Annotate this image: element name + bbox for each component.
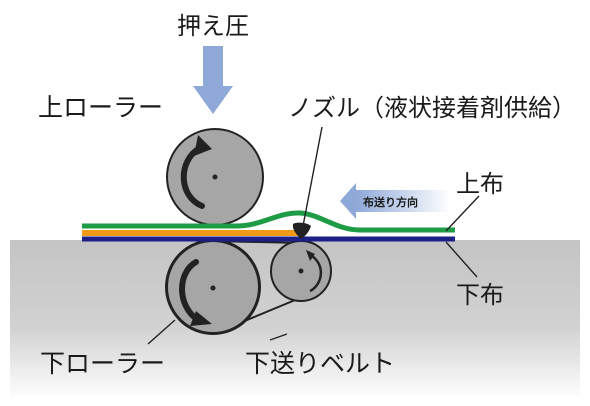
feed-direction-arrow: [340, 183, 450, 219]
lower-feed-belt-label: 下送りベルト: [245, 349, 395, 378]
feed-direction-label: 布送り方向: [363, 195, 418, 209]
lower-roller-rotation-arrow: [179, 259, 201, 323]
belt-leader: [269, 333, 288, 341]
belt-pulley: [298, 250, 322, 293]
lower-fabric-leader: [445, 241, 478, 278]
nozzle-leader: [302, 126, 323, 227]
lower-roller-leader: [147, 319, 176, 345]
pulley-rotation-arrow: [309, 254, 322, 293]
upper-roller: [166, 128, 264, 226]
lower-roller-label: 下ローラー: [40, 349, 165, 378]
upper-fabric-leader: [445, 195, 480, 232]
adhesive-drop: [292, 222, 311, 239]
upper-fabric-green: [82, 210, 455, 233]
fabric-layers: [82, 210, 455, 242]
lower-fabric-label: 下布: [456, 281, 504, 309]
pressing-force-arrow: [193, 46, 233, 114]
nozzle-label: ノズル（液状接着剤供給）: [288, 94, 576, 122]
upper-fabric-label: 上布: [456, 170, 504, 198]
lower-roller: [166, 240, 260, 334]
upper-roller-label: 上ローラー: [38, 93, 163, 122]
upper-roller-rotation-arrow: [180, 145, 205, 209]
leader-lines: [147, 126, 480, 345]
pressing-force-label: 押え圧: [177, 12, 249, 40]
